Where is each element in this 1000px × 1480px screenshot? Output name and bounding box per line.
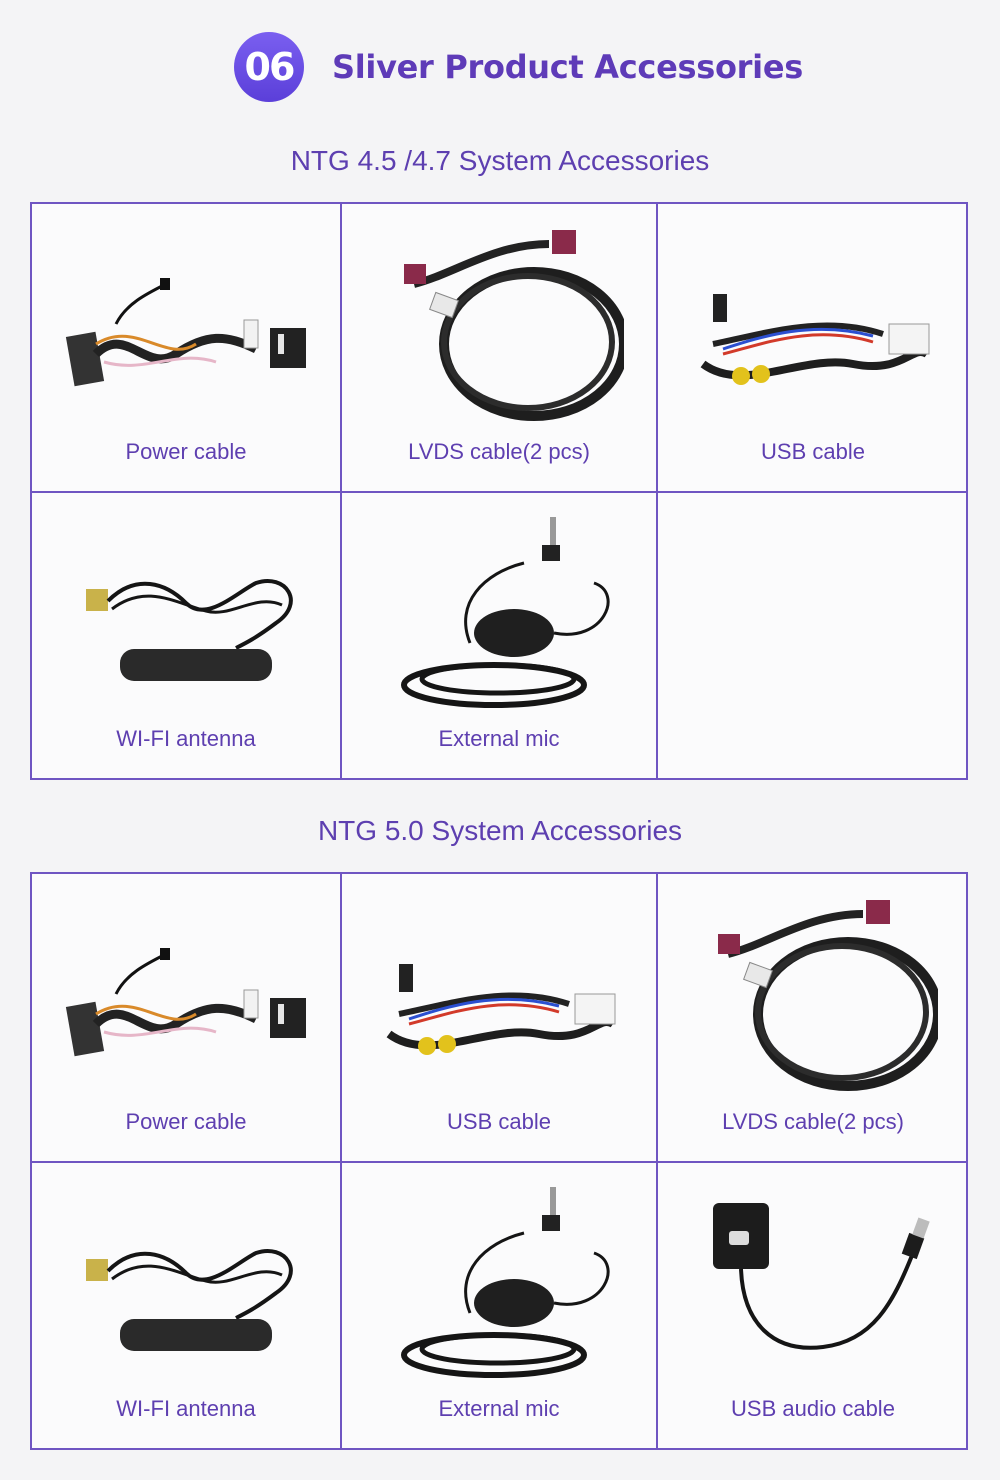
usb-cable-icon bbox=[700, 294, 930, 385]
accessory-grid-ntg45: Power cable LVDS cable(2 pcs) USB cable bbox=[30, 202, 968, 780]
usb-audio-cable-icon bbox=[713, 1203, 930, 1350]
lvds-cable-icon bbox=[718, 900, 938, 1091]
accessory-cell: LVDS cable(2 pcs) bbox=[658, 874, 968, 1163]
external-mic-icon bbox=[401, 517, 610, 708]
wifi-antenna-icon bbox=[86, 1249, 293, 1351]
usb-cable-icon bbox=[386, 964, 616, 1055]
accessory-cell-empty bbox=[658, 493, 968, 778]
accessory-cell: Power cable bbox=[32, 874, 342, 1163]
accessory-label: LVDS cable(2 pcs) bbox=[408, 439, 590, 464]
page-header: 06 Sliver Product Accessories bbox=[0, 30, 1000, 102]
accessory-cell: LVDS cable(2 pcs) bbox=[342, 204, 658, 493]
accessory-grid-ntg50: Power cable USB cable LVDS cable(2 pcs) bbox=[30, 872, 968, 1450]
lvds-cable-icon bbox=[404, 230, 624, 421]
accessory-label: USB cable bbox=[447, 1109, 551, 1134]
section-title-ntg50: NTG 5.0 System Accessories bbox=[317, 815, 683, 846]
section-title-ntg45: NTG 4.5 /4.7 System Accessories bbox=[290, 145, 710, 176]
accessory-label: USB cable bbox=[761, 439, 865, 464]
wifi-antenna-icon bbox=[86, 579, 293, 681]
accessory-label: Power cable bbox=[125, 1109, 247, 1134]
external-mic-icon bbox=[401, 1187, 610, 1378]
accessory-label: WI-FI antenna bbox=[116, 726, 256, 751]
accessory-cell: WI-FI antenna bbox=[32, 493, 342, 778]
accessory-label: Power cable bbox=[125, 439, 247, 464]
accessory-label: External mic bbox=[438, 726, 560, 751]
accessory-label: USB audio cable bbox=[731, 1396, 895, 1421]
section-number-badge: 06 bbox=[234, 32, 304, 102]
accessory-cell: External mic bbox=[342, 493, 658, 778]
power-cable-icon bbox=[65, 278, 306, 387]
accessory-cell: USB cable bbox=[658, 204, 968, 493]
accessory-label: LVDS cable(2 pcs) bbox=[722, 1109, 904, 1134]
accessory-cell: USB cable bbox=[342, 874, 658, 1163]
accessory-cell: External mic bbox=[342, 1163, 658, 1448]
accessory-cell: WI-FI antenna bbox=[32, 1163, 342, 1448]
accessory-label: WI-FI antenna bbox=[116, 1396, 256, 1421]
accessory-cell: Power cable bbox=[32, 204, 342, 493]
accessory-cell: USB audio cable bbox=[658, 1163, 968, 1448]
accessory-label: External mic bbox=[438, 1396, 560, 1421]
page-title: Sliver Product Accessories bbox=[332, 48, 803, 86]
power-cable-icon bbox=[65, 948, 306, 1057]
